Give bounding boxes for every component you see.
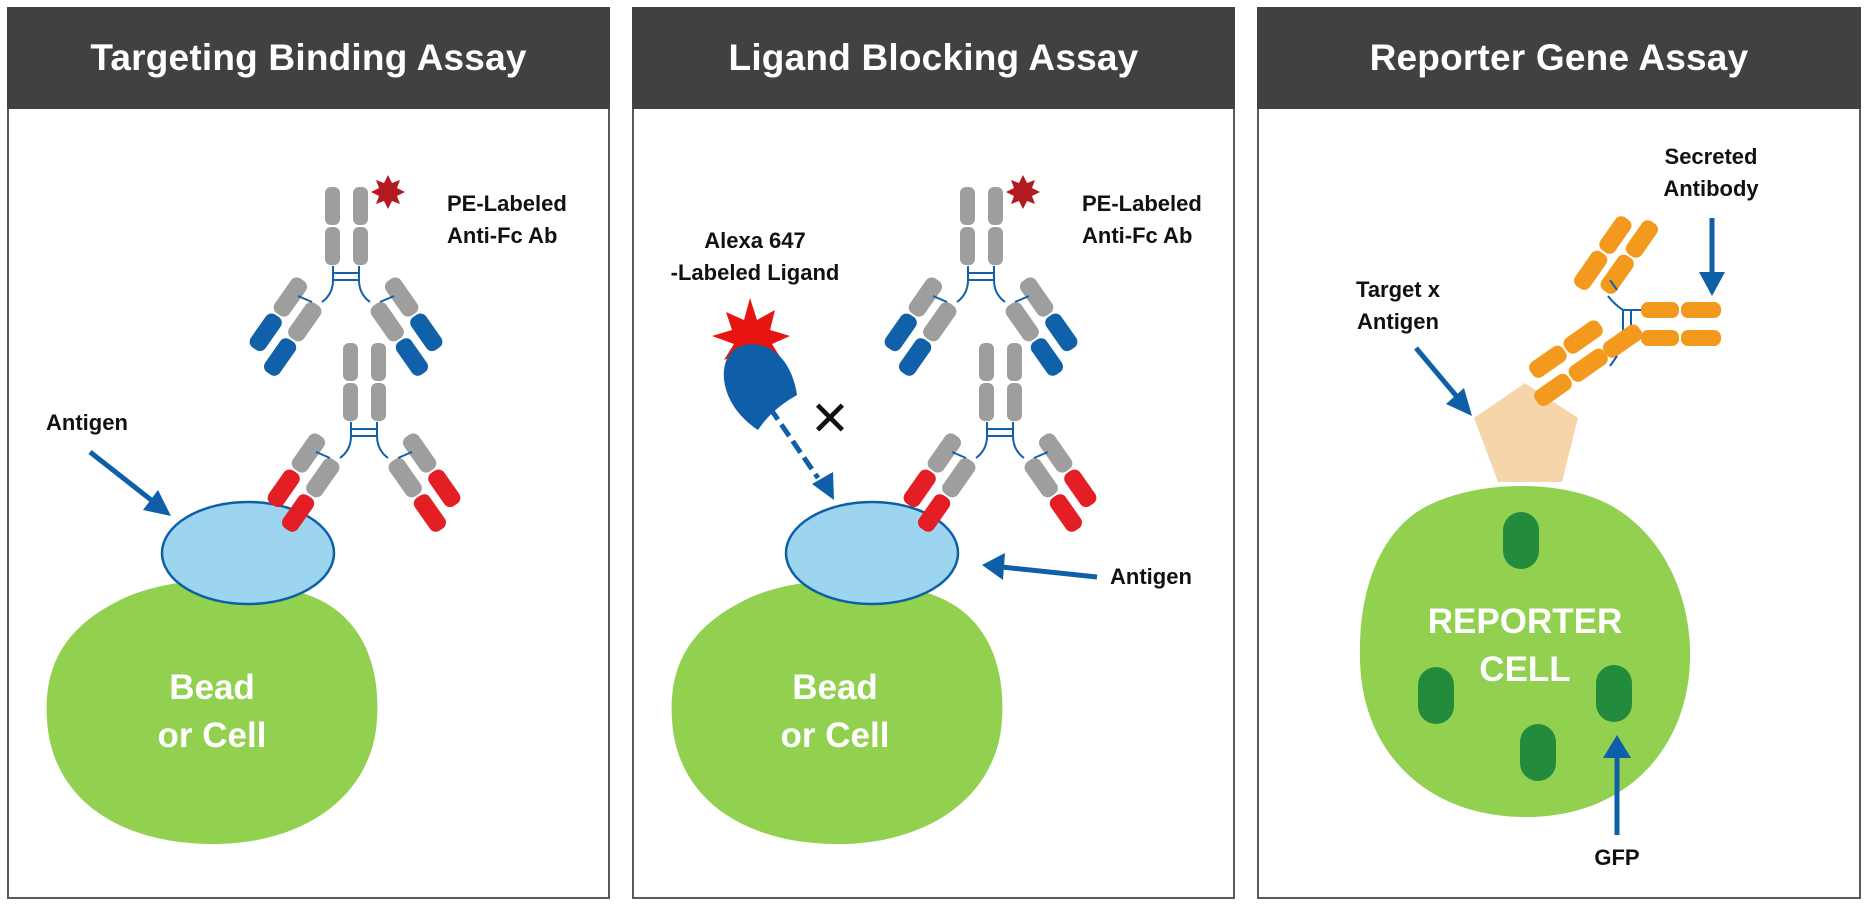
label-line: Antibody [1663, 176, 1759, 201]
secreted-antibody-label: Secreted Antibody [1631, 141, 1791, 205]
antigen-label: Antigen [1110, 564, 1192, 589]
panel-title: Ligand Blocking Assay [632, 7, 1235, 109]
bead-or-cell-label: Bead or Cell [735, 664, 935, 760]
label-line: CELL [1479, 650, 1571, 689]
label-line: PE-Labeled [447, 191, 567, 216]
bead-or-cell-label: Bead or Cell [112, 664, 312, 760]
alexa-647-ligand-label: Alexa 647 -Labeled Ligand [655, 225, 855, 289]
label-line: Anti-Fc Ab [447, 223, 558, 248]
panel-targeting-binding-assay: Targeting Binding Assay [7, 7, 610, 899]
label-line: PE-Labeled [1082, 191, 1202, 216]
panel-title: Targeting Binding Assay [7, 7, 610, 109]
panel-ligand-blocking-assay: Ligand Blocking Assay [632, 7, 1235, 899]
label-line: or Cell [780, 716, 890, 755]
reporter-cell-label: REPORTER CELL [1400, 598, 1650, 694]
label-line: REPORTER [1427, 602, 1623, 641]
pe-labeled-anti-fc-label: PE-Labeled Anti-Fc Ab [447, 188, 567, 252]
label-line: Bead [792, 668, 878, 707]
label-line: -Labeled Ligand [670, 260, 840, 285]
label-line: Secreted [1664, 144, 1758, 169]
label-line: Target x [1356, 277, 1440, 302]
label-line: or Cell [157, 716, 267, 755]
panel-title: Reporter Gene Assay [1257, 7, 1861, 109]
label-line: Alexa 647 [704, 228, 806, 253]
label-line: Anti-Fc Ab [1082, 223, 1193, 248]
label-line: Antigen [1357, 309, 1439, 334]
target-antigen-label: Target x Antigen [1318, 274, 1478, 338]
antigen-label: Antigen [46, 410, 128, 435]
pe-labeled-anti-fc-label: PE-Labeled Anti-Fc Ab [1082, 188, 1202, 252]
label-line: Bead [169, 668, 255, 707]
gfp-label: GFP [1594, 845, 1640, 870]
